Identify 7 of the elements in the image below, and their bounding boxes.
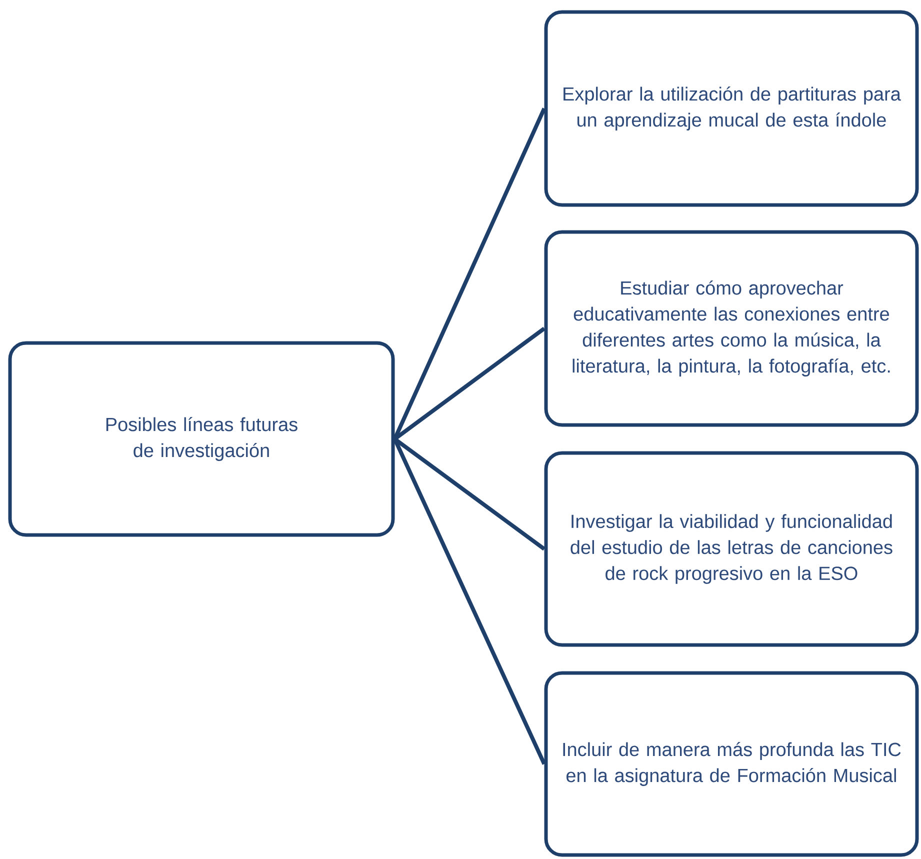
text-box: Posibles líneas futuras de investigación xyxy=(8,341,395,537)
connector-line xyxy=(392,438,546,765)
connector-line xyxy=(392,108,546,440)
text-box: Estudiar cómo aprovechar educativamente las conexiones entre diferentes artes como la música, la literatura, la pintura, la fotografía, etc. xyxy=(544,230,919,427)
text-box: Investigar la viabilidad y funcionalidad del estudio de las letras de canciones de rock progresivo en la ESO xyxy=(544,451,919,647)
text-box: Incluir de manera más profunda las TIC en la asignatura de Formación Musical xyxy=(544,671,919,857)
text-box: Explorar la utilización de partituras para un aprendizaje mucal de esta índole xyxy=(544,10,919,207)
